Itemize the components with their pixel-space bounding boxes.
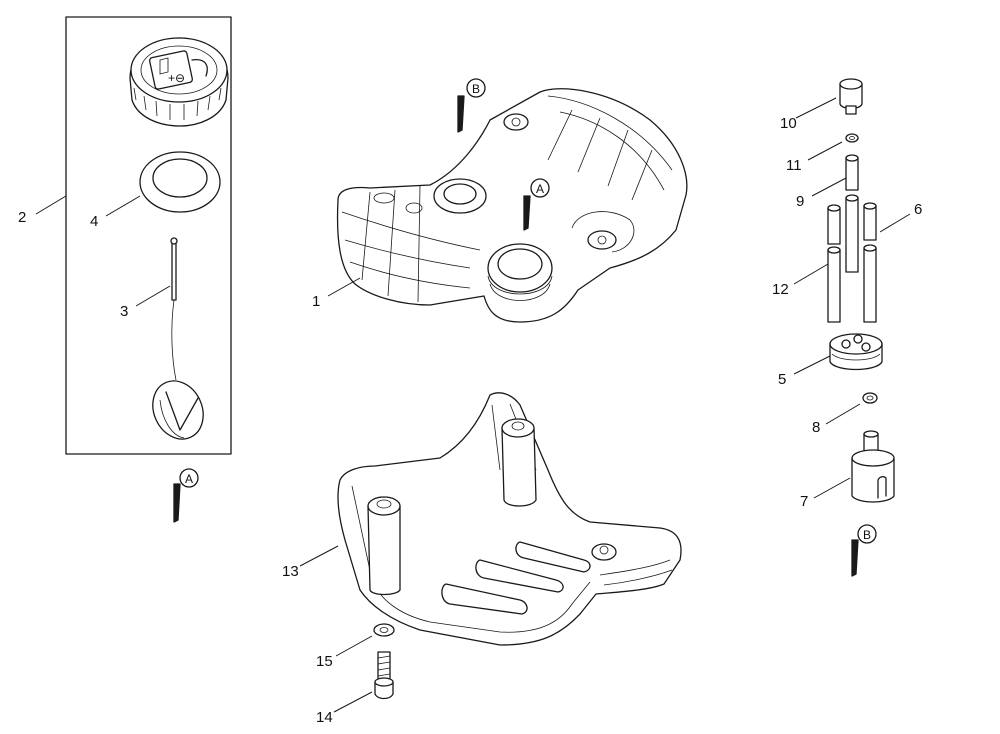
reference-arrow-b-top: B	[457, 78, 486, 133]
bolt	[374, 651, 394, 700]
o-ring	[862, 392, 878, 404]
callout-1: 1	[312, 293, 320, 310]
fuel-filter	[851, 430, 895, 503]
callout-15: 15	[316, 653, 333, 670]
callout-10: 10	[780, 115, 797, 132]
reference-arrow-a-tank: A	[523, 178, 550, 231]
callout-2: 2	[18, 209, 26, 226]
reference-arrow-b-bottom: B	[851, 524, 877, 577]
reference-label-a-tank: A	[536, 182, 544, 196]
short-tube	[845, 154, 859, 191]
leader-lines	[35, 97, 911, 713]
callout-14: 14	[316, 709, 333, 726]
fuel-tubes	[827, 194, 877, 323]
kit-frame	[65, 16, 232, 455]
callout-12: 12	[772, 281, 789, 298]
grommet	[829, 333, 883, 371]
tank-guard	[337, 392, 682, 646]
callout-5: 5	[778, 371, 786, 388]
washer	[373, 623, 395, 637]
callout-7: 7	[800, 493, 808, 510]
fuel-strainer-assembly	[152, 237, 204, 440]
callout-8: 8	[812, 419, 820, 436]
reference-arrow-a-bottom: A	[173, 468, 199, 523]
callout-13: 13	[282, 563, 299, 580]
fuel-cap-symbol: +⊖	[168, 71, 185, 85]
callout-9: 9	[796, 193, 804, 210]
reference-label-b-bottom: B	[863, 528, 871, 542]
fuel-cap: +⊖	[129, 37, 229, 127]
callout-6: 6	[914, 201, 922, 218]
fuel-tank	[336, 88, 688, 323]
callout-11: 11	[786, 157, 802, 174]
small-o-ring	[845, 133, 859, 143]
reference-label-b-top: B	[472, 82, 480, 96]
gasket	[139, 151, 221, 213]
callout-3: 3	[120, 303, 128, 320]
reference-label-a-bottom: A	[185, 472, 193, 486]
vent-cap	[839, 78, 863, 115]
callout-4: 4	[90, 213, 98, 230]
